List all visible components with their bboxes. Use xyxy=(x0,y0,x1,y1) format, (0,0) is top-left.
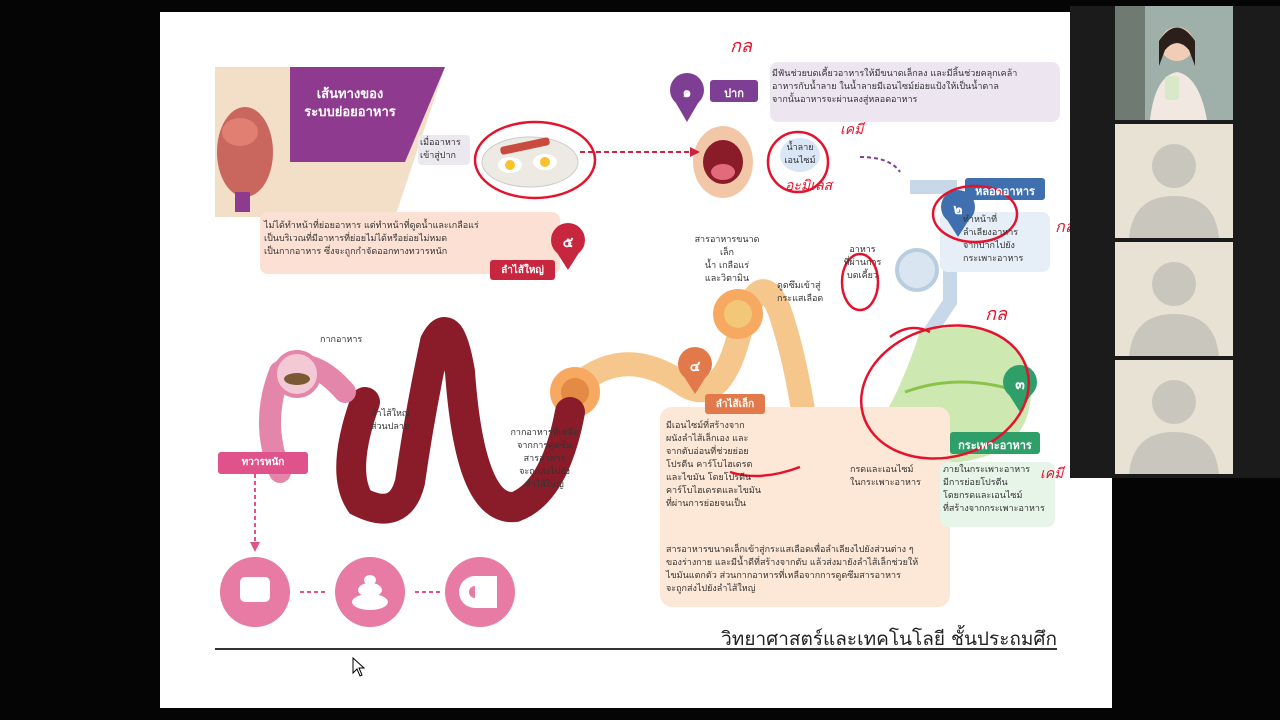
food-entry-label: เมื่ออาหารเข้าสู่ปาก xyxy=(418,135,470,165)
mouth-tag: ปาก xyxy=(724,87,744,100)
large-intestine-callout xyxy=(260,212,560,274)
marker-1-number: ๑ xyxy=(682,85,692,101)
nutrients-label: สารอาหารขนาดเล็กน้ำ เกลือแร่และวิตามิน xyxy=(694,235,760,284)
participant-video-tile[interactable] xyxy=(1115,360,1233,474)
mouth-description: มีฟันช่วยบดเคี้ยวอาหารให้มีขนาดเล็กลง แล… xyxy=(772,69,1018,105)
stomach-acid-label: กรดและเอนไซม์ในกระเพาะอาหาร xyxy=(850,465,921,488)
annotation-kon-2: กล xyxy=(1055,217,1075,236)
feces-label: กากอาหาร xyxy=(320,335,363,345)
stomach-tag: กระเพาะอาหาร xyxy=(958,439,1032,452)
stomach-description: ภายในกระเพาะอาหารมีการย่อยโปรตีนโดยกรดแล… xyxy=(943,465,1045,514)
annotation-amylase: อะมิเลส xyxy=(785,178,833,194)
small-intestine-tag: ลำไส้เล็ก xyxy=(715,399,755,410)
presentation-slide: เส้นทางของ ระบบย่อยอาหาร เมื่ออาหารเข้าส… xyxy=(160,12,1112,708)
marker-3-number: ๓ xyxy=(1015,377,1025,393)
esophagus-tag: หลอดอาหาร xyxy=(975,185,1035,198)
title-banner xyxy=(290,67,445,162)
marker-4 xyxy=(678,347,712,394)
toilet-paper-icon xyxy=(445,557,515,627)
marker-5 xyxy=(551,223,585,270)
annotation-kem-1: เคมี xyxy=(840,122,864,138)
participant-video-tile[interactable] xyxy=(1115,242,1233,356)
absorb-blood-label: ดูดซึมเข้าสู่กระแสเลือด xyxy=(777,281,824,304)
saliva-label: น้ำลายเอนไซม์ xyxy=(780,138,820,172)
footer-divider xyxy=(215,648,1057,650)
stomach-callout xyxy=(940,462,1055,527)
marker-1 xyxy=(670,73,704,122)
poop-icon xyxy=(335,557,405,627)
participant-video-tile[interactable] xyxy=(1115,124,1233,238)
handwritten-annotations xyxy=(473,120,1031,478)
toilet-icon xyxy=(220,557,290,627)
large-intestine-path xyxy=(336,317,585,524)
esophagus-callout xyxy=(940,212,1050,272)
large-intestine-description: ไม่ได้ทำหน้าที่ย่อยอาหาร แต่ทำหน้าที่ดูด… xyxy=(264,221,479,257)
chewed-food-label: อาหารที่ผ่านการบดเคี้ยว xyxy=(843,245,882,281)
mouse-cursor-icon xyxy=(352,657,366,677)
slide-footer: วิทยาศาสตร์และเทคโนโลยี ชั้นประถมศึก xyxy=(721,628,1057,650)
anus-tag: ทวารหนัก xyxy=(241,457,285,468)
small-intestine-callout xyxy=(660,407,950,607)
large-intestine-tag: ลำไส้ใหญ่ xyxy=(501,265,544,276)
esophagus-description: ทำหน้าที่ลำเลียงอาหารจากปากไปยังกระเพาะอ… xyxy=(963,215,1024,264)
annotation-kon-3: กล xyxy=(985,304,1007,325)
rectum-label: ลำไส้ใหญ่ส่วนปลาย xyxy=(371,409,410,432)
small-intestine-description: มีเอนไซม์ที่สร้างจากผนังลำไส้เล็กเอง และ… xyxy=(666,421,761,509)
marker-4-number: ๔ xyxy=(689,359,701,375)
video-participants-panel xyxy=(1070,6,1280,478)
annotation-kon-1: กล xyxy=(730,36,752,57)
mouth-callout xyxy=(770,62,1060,122)
slide-title: เส้นทางของ ระบบย่อยอาหาร xyxy=(304,87,396,120)
presenter-video-tile[interactable] xyxy=(1115,6,1233,120)
digestive-diagram xyxy=(215,62,1060,627)
annotation-kem-2: เคมี xyxy=(1040,466,1064,482)
marker-2-number: ๒ xyxy=(953,202,963,218)
small-intestine-description-wide: สารอาหารขนาดเล็กเข้าสู่กระแสเลือดเพื่อลำ… xyxy=(666,545,919,594)
leftover-description: กากอาหารที่เหลือจากการดูดซึมสารอาหารจะถู… xyxy=(510,428,579,490)
marker-5-number: ๕ xyxy=(562,235,574,251)
